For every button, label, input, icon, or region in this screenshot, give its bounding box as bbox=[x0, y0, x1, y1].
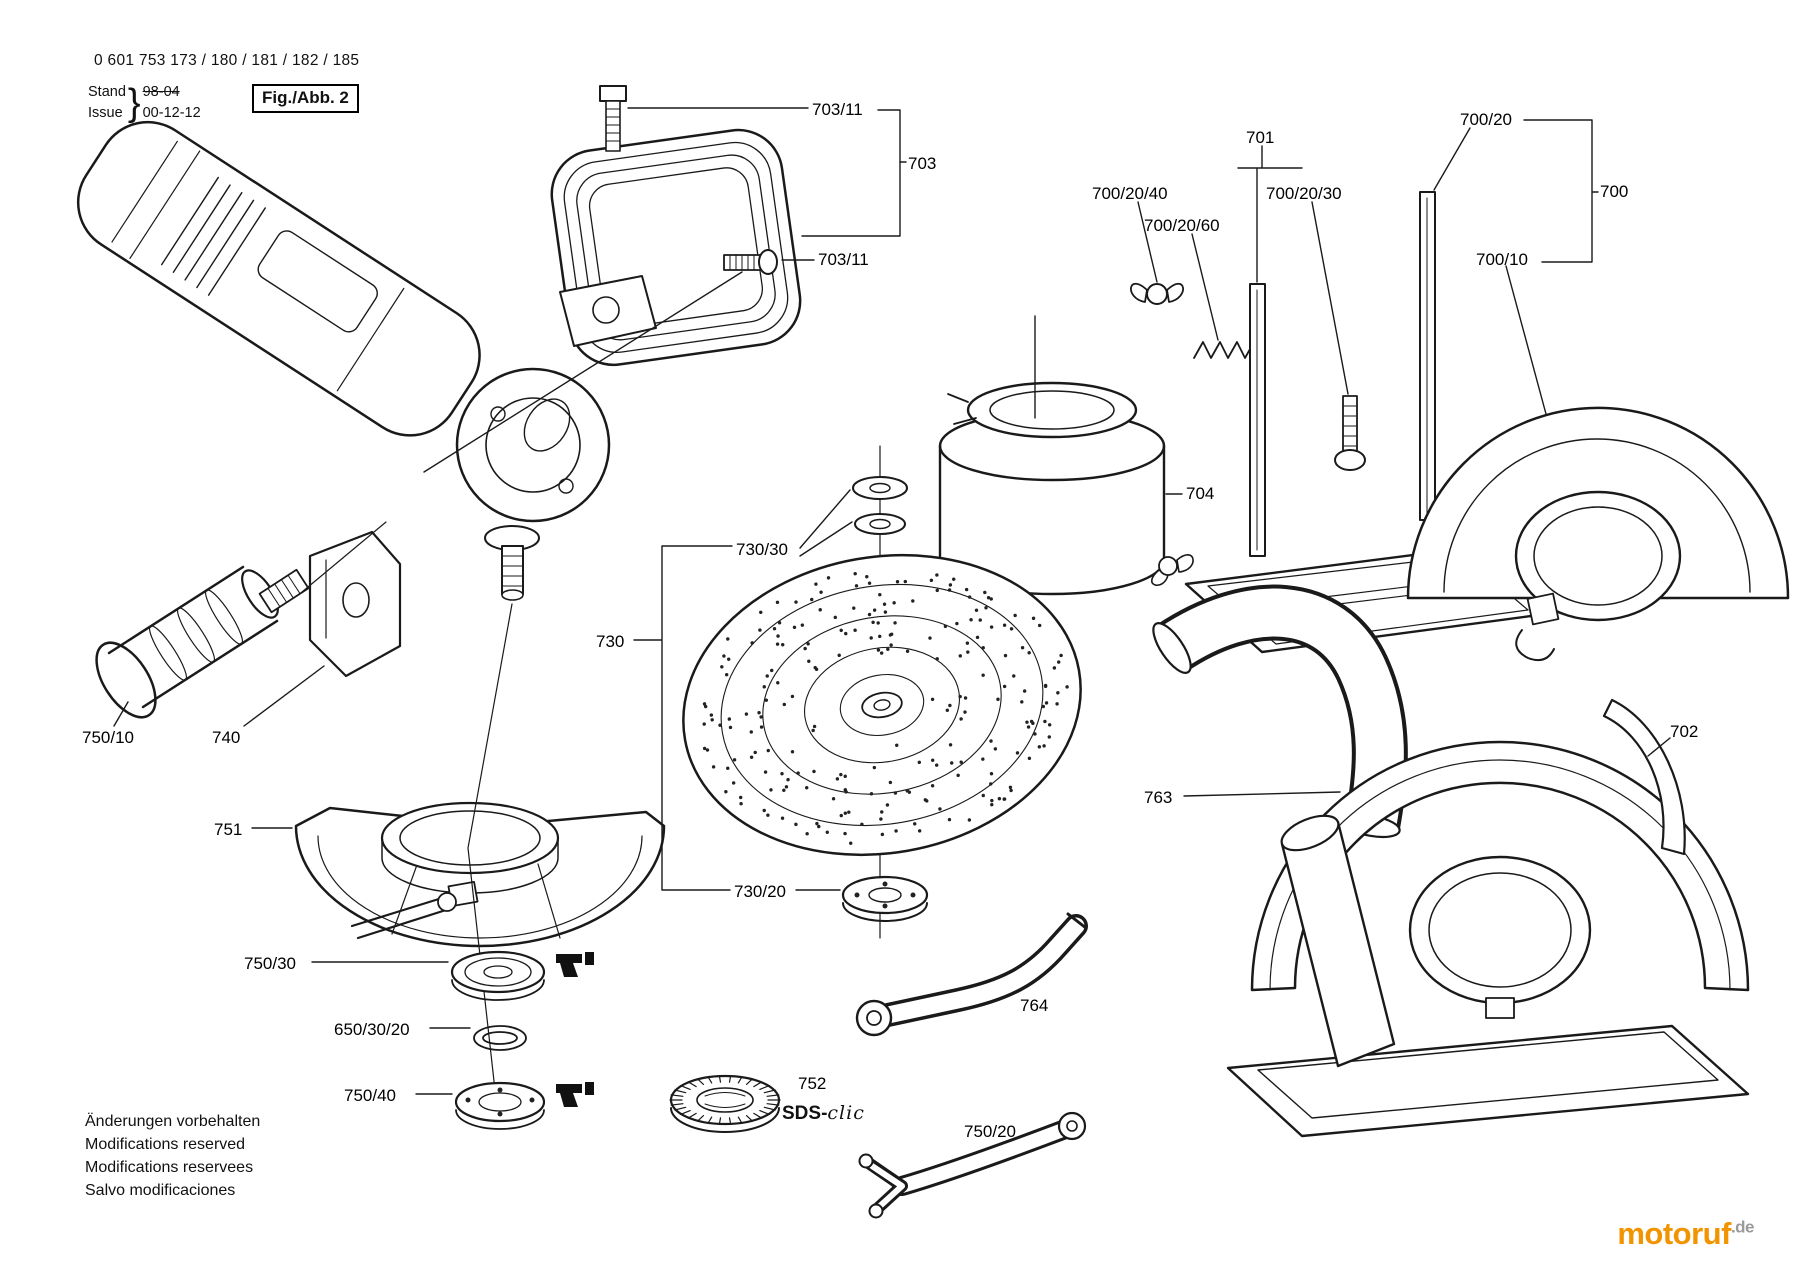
figure-label: Fig./Abb. 2 bbox=[252, 84, 359, 113]
flange-750-30-drawing bbox=[450, 950, 546, 1001]
watermark-tld: .de bbox=[1730, 1217, 1755, 1237]
part-label-750-30: 750/30 bbox=[244, 954, 296, 973]
part-label-730-30: 730/30 bbox=[736, 540, 788, 559]
pin-spanner-drawing bbox=[858, 1111, 1087, 1219]
part-label-700-20-60: 700/20/60 bbox=[1144, 216, 1220, 235]
part-label-740: 740 bbox=[212, 728, 241, 747]
part-label-750-10: 750/10 bbox=[82, 728, 134, 747]
part-label-700-20-40: 700/20/40 bbox=[1092, 184, 1168, 203]
part-label-700-20: 700/20 bbox=[1460, 110, 1512, 129]
leader-lines bbox=[113, 107, 1671, 1095]
wing-nut-drawing bbox=[1130, 282, 1184, 305]
flange-730-20-drawing bbox=[841, 875, 929, 922]
revision-block: Stand Issue } 98-04 00-12-12 bbox=[88, 82, 201, 124]
base-frame-drawing bbox=[1226, 1024, 1750, 1138]
mounting-bracket-drawing bbox=[308, 530, 402, 678]
part-label-703-11: 703/11 bbox=[812, 100, 863, 119]
service-icon-drawing bbox=[556, 1082, 594, 1107]
wheel-guard-drawing bbox=[294, 801, 666, 948]
issue-label: Issue bbox=[88, 105, 123, 121]
guide-bolt-drawing bbox=[1334, 395, 1366, 471]
spindle-drawing bbox=[484, 525, 540, 601]
part-number: 0 601 753 173 / 180 / 181 / 182 / 185 bbox=[94, 52, 360, 69]
handle-screw-drawing bbox=[723, 249, 778, 275]
watermark-name: motoruf bbox=[1617, 1216, 1731, 1251]
guard-fin-drawing bbox=[1602, 698, 1686, 856]
part-label-702: 702 bbox=[1670, 722, 1699, 741]
guard-clamp-lever-drawing bbox=[350, 880, 479, 940]
part-label-730: 730 bbox=[596, 632, 625, 651]
dust-hood-drawing bbox=[938, 381, 1194, 596]
angle-grinder-drawing bbox=[76, 120, 611, 601]
cutoff-guard-base-drawing bbox=[1226, 698, 1750, 1138]
stand-value: 98-04 bbox=[142, 84, 180, 100]
part-label-703-11: 703/11 bbox=[818, 250, 869, 269]
side-handle-drawing bbox=[95, 565, 310, 719]
note-line-es: Salvo modificaciones bbox=[85, 1182, 236, 1199]
hood-wing-screw-drawing bbox=[1151, 554, 1194, 586]
stand-label: Stand bbox=[88, 84, 126, 100]
service-icon-drawing bbox=[556, 952, 594, 977]
part-label-704: 704 bbox=[1186, 484, 1215, 503]
part-label-703: 703 bbox=[908, 154, 937, 173]
flange-750-40-drawing bbox=[454, 1081, 546, 1130]
sds-suffix: clic bbox=[827, 1102, 865, 1124]
handle-bolt-drawing bbox=[599, 85, 627, 152]
part-label-650-30-20: 650/30/20 bbox=[334, 1020, 410, 1039]
part-label-751: 751 bbox=[214, 820, 243, 839]
pin-wrench-drawing bbox=[855, 912, 1088, 1037]
o-ring-drawing bbox=[473, 1025, 527, 1051]
nut-knurl-drawing bbox=[669, 1074, 781, 1126]
part-label-700: 700 bbox=[1600, 182, 1629, 201]
sanding-pad-drawing bbox=[682, 553, 1082, 857]
sds-prefix: SDS- bbox=[782, 1103, 828, 1124]
sds-clic-label: SDS-clic bbox=[782, 1102, 865, 1125]
modifications-note: Änderungen vorbehalten Modifications res… bbox=[85, 1110, 260, 1202]
part-label-750-40: 750/40 bbox=[344, 1086, 396, 1105]
part-label-752: 752 bbox=[798, 1074, 827, 1093]
cutting-guard-drawing bbox=[1406, 406, 1790, 662]
guard-latch-drawing bbox=[1515, 592, 1560, 662]
brace-glyph: } bbox=[127, 82, 141, 124]
spring-drawing bbox=[1193, 341, 1255, 359]
clamp-ring-702-drawing bbox=[1408, 855, 1592, 1019]
part-label-750-20: 750/20 bbox=[964, 1122, 1016, 1141]
part-label-730-20: 730/20 bbox=[734, 882, 786, 901]
note-line-fr: Modifications reservees bbox=[85, 1159, 254, 1176]
pad-perforation-dots bbox=[702, 571, 1069, 845]
suction-tube-drawing bbox=[1280, 814, 1396, 1068]
part-label-763: 763 bbox=[1144, 788, 1173, 807]
part-label-700-10: 700/10 bbox=[1476, 250, 1528, 269]
washers-drawing bbox=[852, 476, 908, 535]
site-watermark: motoruf.de bbox=[1617, 1216, 1754, 1252]
note-line-en: Modifications reserved bbox=[85, 1136, 246, 1153]
clamping-nut-drawing bbox=[669, 1074, 781, 1133]
note-line-de: Änderungen vorbehalten bbox=[85, 1113, 261, 1130]
cutting-guide-drawing bbox=[1130, 191, 1790, 662]
issue-value: 00-12-12 bbox=[142, 105, 201, 121]
part-label-700-20-30: 700/20/30 bbox=[1266, 184, 1342, 203]
part-label-701: 701 bbox=[1246, 128, 1275, 147]
guide-rail-drawing bbox=[1249, 191, 1436, 557]
bail-handle-drawing bbox=[550, 128, 802, 367]
part-label-764: 764 bbox=[1020, 996, 1049, 1015]
